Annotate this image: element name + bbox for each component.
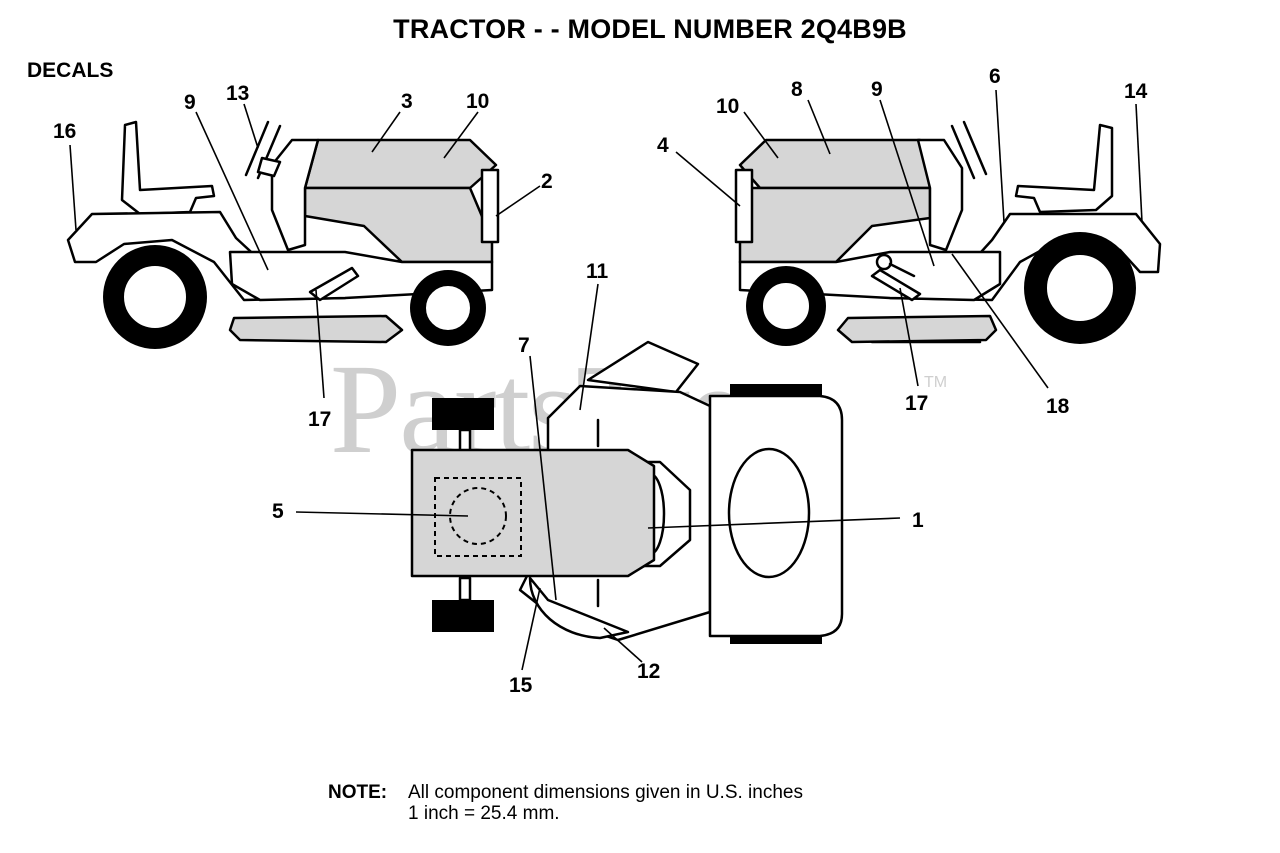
- grille-right: [734, 168, 754, 244]
- callout-9: 9: [871, 78, 883, 101]
- callout-numbers: 16 9 13 3 10 2 17 10 8 9 6 14 4 17 18 11…: [53, 65, 1148, 697]
- watermark-trademark: TM: [924, 374, 948, 391]
- note-line-1: All component dimensions given in U.S. i…: [408, 782, 803, 803]
- mower-deck-left: [228, 314, 404, 344]
- deck-lobe-top: [528, 576, 630, 640]
- callout-8: 8: [791, 78, 803, 101]
- callout-17: 17: [905, 392, 928, 415]
- note-text: All component dimensions given in U.S. i…: [408, 782, 803, 824]
- decal-outline-square: [434, 477, 522, 557]
- callout-1: 1: [912, 509, 924, 532]
- callout-10: 10: [466, 90, 489, 113]
- leader-lines: [69, 89, 1143, 671]
- callout-5: 5: [272, 500, 284, 523]
- callout-18: 18: [1046, 395, 1070, 418]
- dashboard-left: [270, 138, 320, 252]
- page-title: TRACTOR - - MODEL NUMBER 2Q4B9B: [393, 14, 907, 44]
- callout-15: 15: [509, 674, 533, 697]
- tractor-left-view: [66, 120, 500, 349]
- callout-4: 4: [657, 134, 669, 157]
- axle-top-lower: [458, 576, 472, 602]
- rear-hub-left: [122, 264, 188, 330]
- section-heading: DECALS: [27, 59, 114, 82]
- note-block: NOTE: All component dimensions given in U…: [328, 782, 803, 824]
- lever-right: [888, 262, 916, 278]
- tractor-top-view: [410, 340, 844, 644]
- hood-left: [303, 138, 498, 190]
- note-label: NOTE:: [328, 782, 388, 803]
- front-hub-right: [761, 281, 811, 331]
- dashboard-right: [916, 138, 964, 252]
- callout-12: 12: [637, 660, 660, 683]
- grille-left: [480, 168, 500, 244]
- callout-13: 13: [226, 82, 249, 105]
- pedal-right: [870, 268, 922, 302]
- callout-11: 11: [586, 260, 609, 283]
- seat-left: [120, 120, 216, 216]
- discharge-chute: [586, 340, 700, 394]
- tractor-right-view: [734, 120, 1162, 346]
- steering-wheel-right: [950, 120, 988, 180]
- front-tire-top-upper: [432, 398, 494, 430]
- callout-14: 14: [1124, 80, 1148, 103]
- front-tire-top-lower: [432, 600, 494, 632]
- axle-top-upper: [458, 428, 472, 454]
- callout-17: 17: [308, 408, 331, 431]
- callout-6: 6: [989, 65, 1001, 88]
- seat-top: [727, 447, 811, 579]
- seat-right: [1014, 123, 1114, 214]
- callout-9: 9: [184, 91, 196, 114]
- rear-hub-right: [1045, 253, 1115, 323]
- mower-deck-right: [836, 314, 998, 344]
- note-line-2: 1 inch = 25.4 mm.: [408, 803, 560, 824]
- hood-top: [410, 448, 656, 578]
- decal-outline-circle: [449, 487, 507, 545]
- front-hub-left: [424, 284, 472, 332]
- callout-16: 16: [53, 120, 76, 143]
- steering-column-left: [256, 156, 282, 178]
- lever-knob-right: [875, 253, 893, 271]
- callout-7: 7: [518, 334, 530, 357]
- callout-2: 2: [541, 170, 553, 193]
- callout-10: 10: [716, 95, 739, 118]
- callout-3: 3: [401, 90, 413, 113]
